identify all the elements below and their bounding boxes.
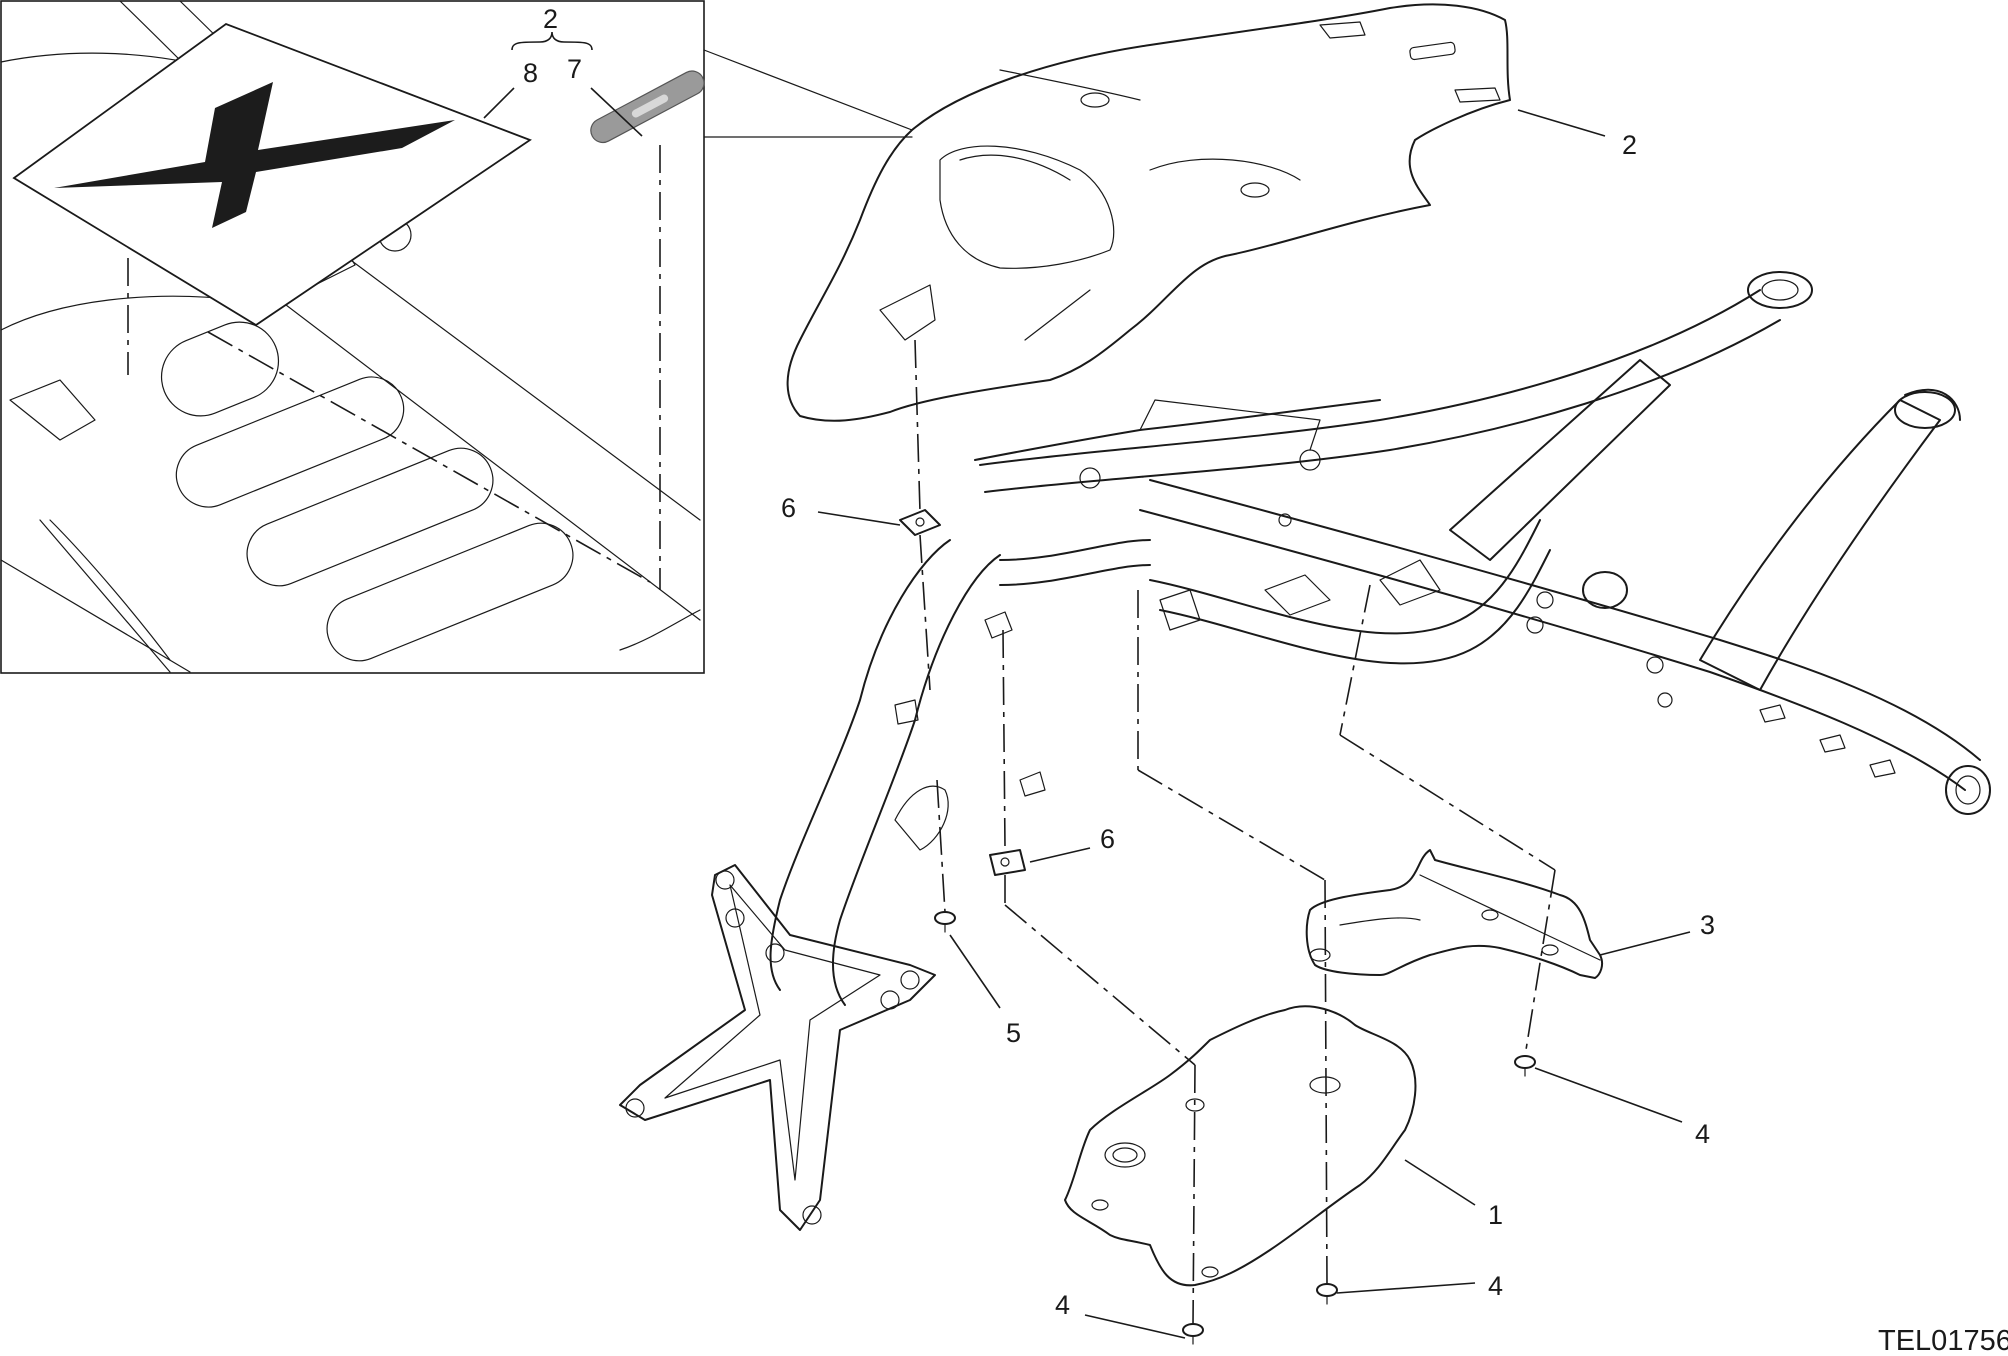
badge-strip: [590, 70, 705, 144]
detail-inset: [0, 0, 705, 674]
callout-screw-bottom-left: 4: [1055, 1290, 1070, 1320]
spring-clip-upper: [899, 509, 941, 536]
decal-sheet: [12, 22, 532, 327]
screw-4-right: [1514, 1055, 1536, 1077]
drawing-code: TEL01756: [1878, 1325, 2008, 1356]
callout-guard-right: 3: [1700, 910, 1715, 940]
x-decal-icon: [54, 82, 455, 228]
callout-detail-group: 2: [543, 4, 558, 34]
callout-detail-8: 8: [523, 58, 538, 88]
spring-clip-lower: [989, 849, 1026, 876]
screw-4-bottom-right: [1316, 1283, 1338, 1305]
callout-guard-lower: 1: [1488, 1200, 1503, 1230]
callout-screw-bottom-right: 4: [1488, 1271, 1503, 1301]
callout-screw-center: 5: [1006, 1018, 1021, 1048]
callout-screw-right: 4: [1695, 1119, 1710, 1149]
callout-detail-7: 7: [567, 54, 582, 84]
callout-clip-lower: 6: [1100, 824, 1115, 854]
screw-5: [934, 911, 956, 933]
callout-clip-upper: 6: [781, 493, 796, 523]
seat-cowl: [786, 3, 1511, 422]
heat-guard-3: [1305, 849, 1604, 979]
screw-4-bottom-left: [1182, 1323, 1204, 1345]
heat-guard-1: [1064, 1005, 1417, 1287]
callout-seat-cowl: 2: [1622, 130, 1637, 160]
license-plate-arm: [769, 539, 1151, 1006]
license-plate-holder: [619, 864, 936, 1231]
rear-subframe: [974, 271, 1991, 815]
